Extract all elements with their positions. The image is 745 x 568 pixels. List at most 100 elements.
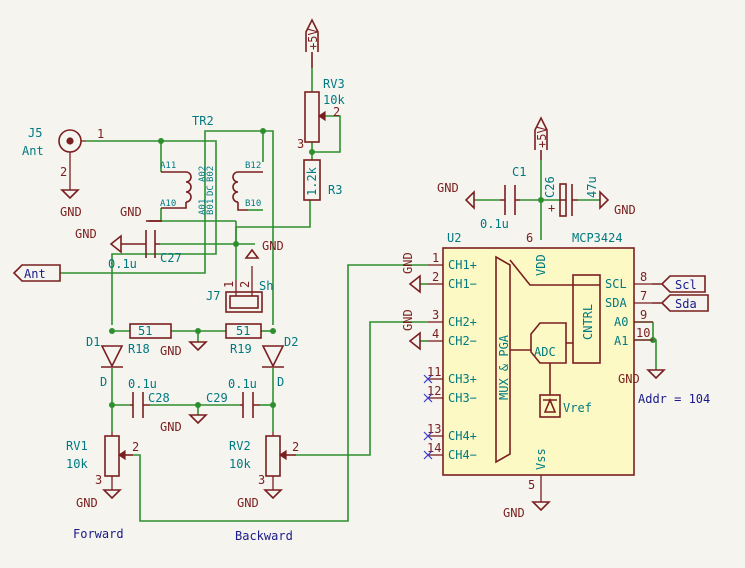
rv2-pin2: 2 <box>292 440 299 454</box>
wire-r3-bottom <box>236 200 311 228</box>
j7-ref: J7 <box>206 289 220 303</box>
r3-value: 1.2k <box>305 166 319 196</box>
pwr-flag <box>534 116 548 150</box>
rv2-body <box>265 435 281 477</box>
gnd-symbol <box>263 489 283 500</box>
junction <box>270 402 276 408</box>
gnd-symbol <box>188 341 208 352</box>
rv1-wiper-arrow <box>117 449 126 461</box>
wire-a0-a1-gnd <box>652 322 657 370</box>
addr-note: Addr = 104 <box>638 392 710 406</box>
u2-pin-num: 8 <box>640 270 647 284</box>
d2-body <box>261 345 285 368</box>
gnd-symbol <box>464 190 475 210</box>
junction <box>538 197 544 203</box>
nc-ch3n <box>423 393 433 403</box>
mux-ctrl-line <box>509 259 600 286</box>
tr2-coil-a <box>185 171 192 203</box>
j7-pin1: 1 <box>222 281 236 288</box>
d1-pin: D <box>100 375 107 389</box>
mux-label: MUX & PGA <box>497 334 511 400</box>
scl-net-label[interactable]: Scl <box>652 275 706 293</box>
addr-gnd-label: GND <box>618 372 640 386</box>
u2-pin-name: CH2+ <box>448 315 477 329</box>
c28-ref: C28 <box>148 391 170 405</box>
sda-label-text: Sda <box>675 297 697 311</box>
j7-body <box>225 291 263 313</box>
j7-inner <box>229 295 259 309</box>
c1-gnd-label: GND <box>437 181 459 195</box>
nc-ch4n <box>423 450 433 460</box>
ant-net-label[interactable]: Ant <box>12 264 61 282</box>
junction <box>195 402 201 408</box>
u2-pin-name: SDA <box>605 296 627 310</box>
u2-pin-num: 10 <box>636 326 650 340</box>
tr2-transformer: TR2 A11 A10 B12 B10 A02 A01 DC B02 B01 G… <box>120 114 263 222</box>
net-label-shape <box>12 264 61 282</box>
r18-resistor: 51 R18 <box>128 323 172 356</box>
rv3-value: 10k <box>323 93 345 107</box>
vref-block <box>539 394 561 418</box>
u2-vdd: VDD <box>534 254 548 276</box>
rv3-wiper-arrow <box>317 110 326 122</box>
gnd-symbol <box>408 331 421 351</box>
mid-gnd: GND <box>160 341 208 358</box>
c28-value: 0.1u <box>128 377 157 391</box>
j7-header: GND J7 Sh 1 2 <box>206 239 284 313</box>
u2-gnd-label: GND <box>503 506 525 520</box>
rv1-pin2: 2 <box>132 440 139 454</box>
junction <box>109 328 115 334</box>
rv1-value: 10k <box>66 457 88 471</box>
tr2-dc: DC <box>206 185 216 196</box>
j7-value: Sh <box>259 279 273 293</box>
tr2-a01: A01 <box>198 199 208 215</box>
u2-pin-num: 9 <box>640 308 647 322</box>
u2-pin-name: CH4− <box>448 448 477 462</box>
r18-body <box>129 323 172 339</box>
ch1-gnd-label: GND <box>401 252 415 274</box>
u2-pin-num: 4 <box>432 327 439 341</box>
rv3-pin2: 2 <box>333 105 340 119</box>
junction <box>270 328 276 334</box>
gnd-symbol <box>599 190 610 210</box>
c27-ref: C27 <box>160 251 182 265</box>
rv2-value: 10k <box>229 457 251 471</box>
u2-pin-num: 1 <box>432 251 439 265</box>
r3-body <box>303 159 321 201</box>
tr2-coil-b-leads <box>237 171 263 211</box>
u2-pin-num: 11 <box>427 365 441 379</box>
c26-gnd-label: GND <box>614 203 636 217</box>
u2-pin-name: CH4+ <box>448 429 477 443</box>
c26-ref: C26 <box>543 176 557 198</box>
cap-gnd-label: GND <box>160 420 182 434</box>
j5-ref: J5 <box>28 126 42 140</box>
nc-ch4p <box>423 431 433 441</box>
tr2-a10: A10 <box>160 199 176 209</box>
vref-label: Vref <box>563 401 592 415</box>
rv2-ref: RV2 <box>229 439 251 453</box>
cap-gnd: GND <box>160 414 208 434</box>
u2-pin-name: CH3+ <box>448 372 477 386</box>
u2-pin-name: CH1+ <box>448 258 477 272</box>
tr2-a11: A11 <box>160 161 176 171</box>
u2-ref: U2 <box>447 231 461 245</box>
rv2-trimmer: RV2 10k 2 3 GND Backward <box>229 432 299 543</box>
net-label-shape <box>652 294 709 312</box>
u2-pin-name: CH2− <box>448 334 477 348</box>
tr2-a02: A02 <box>198 166 208 182</box>
u2-vss-num: 5 <box>528 478 535 492</box>
r18-value: 51 <box>138 324 152 338</box>
junctions <box>109 128 656 408</box>
d1-diode: D1 D <box>86 335 124 389</box>
j5-value: Ant <box>22 144 44 158</box>
wire-ant-label <box>60 130 263 274</box>
u2-5v-label: +5V <box>535 126 549 148</box>
u2-pin-num: 14 <box>427 441 441 455</box>
junction <box>309 149 315 155</box>
junction <box>233 241 239 247</box>
d1-body <box>100 345 124 368</box>
j5-pin1: 1 <box>97 127 104 141</box>
r19-value: 51 <box>236 324 250 338</box>
sda-net-label[interactable]: Sda <box>652 294 709 312</box>
ch2-gnd-label: GND <box>401 309 415 331</box>
